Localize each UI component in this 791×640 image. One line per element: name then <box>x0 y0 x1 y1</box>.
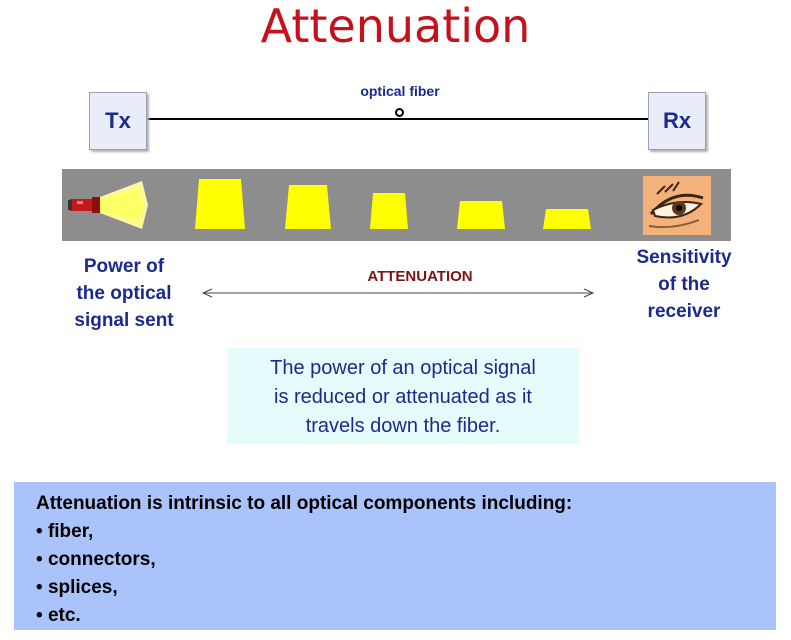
page-title: Attenuation <box>260 0 531 53</box>
pulse-4 <box>457 201 505 229</box>
pulse-1 <box>195 179 245 229</box>
power-sent-label: Power of the optical signal sent <box>74 256 174 331</box>
attenuation-note: The power of an optical signal is reduce… <box>227 348 579 444</box>
attenuation-arrow <box>201 288 595 298</box>
components-list: fiber, connectors, splices, etc. <box>36 518 776 630</box>
flashlight-icon <box>68 181 148 229</box>
fiber-line <box>147 118 648 120</box>
pulse-diagram <box>68 179 591 229</box>
components-panel: Attenuation is intrinsic to all optical … <box>14 482 776 630</box>
pulse-2 <box>285 185 331 229</box>
eye-icon <box>648 181 704 229</box>
tx-label: Tx <box>105 108 131 133</box>
tx-box: Tx <box>89 92 147 150</box>
pulse-3 <box>370 193 408 229</box>
receiver-image <box>643 176 711 235</box>
list-item: etc. <box>36 602 776 630</box>
fiber-marker <box>395 108 404 117</box>
components-heading: Attenuation is intrinsic to all optical … <box>36 493 573 514</box>
attenuation-label: ATTENUATION <box>367 268 473 285</box>
list-item: connectors, <box>36 546 776 574</box>
pulse-5 <box>543 209 591 229</box>
rx-box: Rx <box>648 92 706 150</box>
fiber-label: optical fiber <box>360 83 440 99</box>
list-item: splices, <box>36 574 776 602</box>
list-item: fiber, <box>36 518 776 546</box>
rx-label: Rx <box>662 108 692 133</box>
receiver-sensitivity-label: Sensitivity of the receiver <box>636 247 732 322</box>
